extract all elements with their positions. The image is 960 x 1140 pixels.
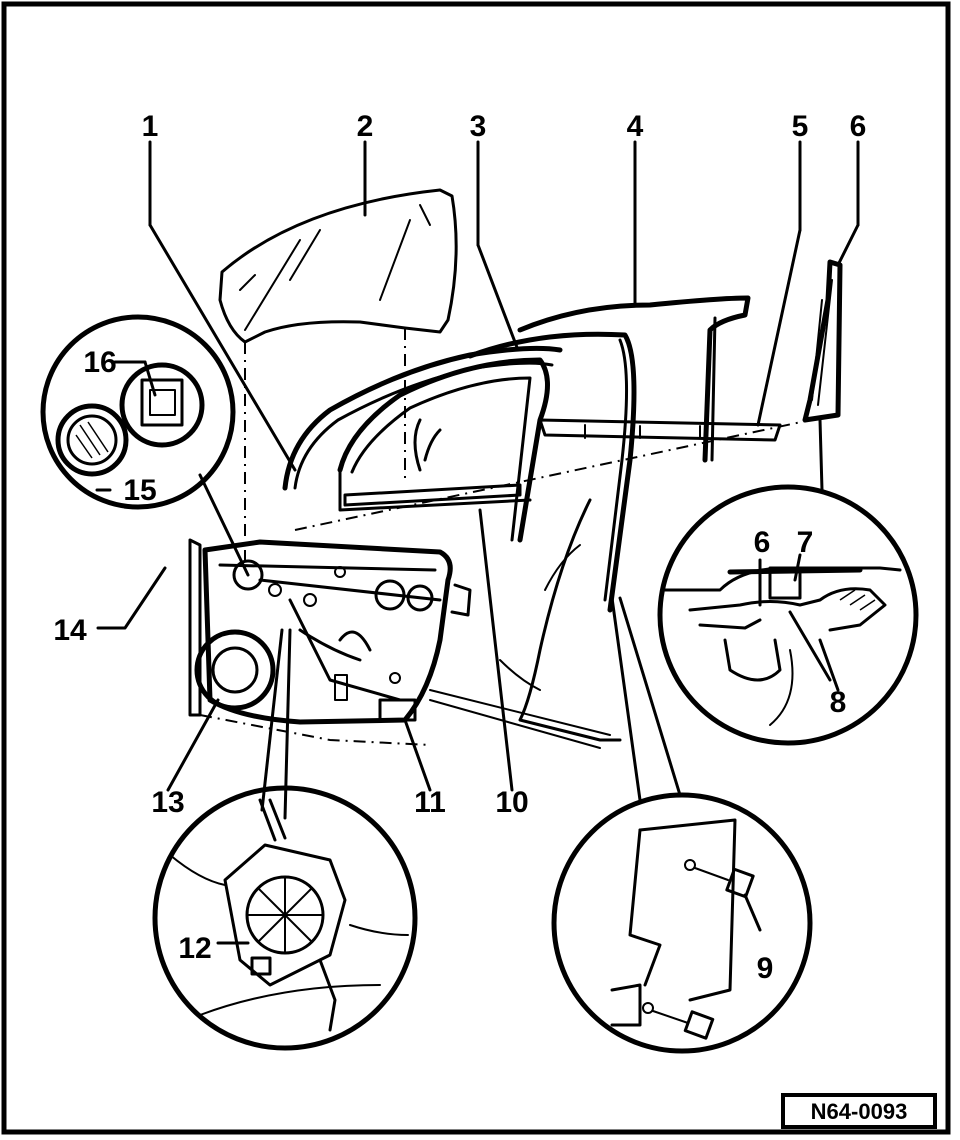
callout-3: 3 [470,110,487,143]
callout-labels: 1 2 3 4 5 6 6 7 8 9 10 11 12 13 14 15 16 [53,110,866,985]
callout-16: 16 [83,346,116,379]
callout-10: 10 [495,786,528,819]
detail-circle-6-7-8 [657,484,919,746]
door-module-illustration [194,539,472,725]
callout-13: 13 [151,786,184,819]
trim-strip-illustration [802,259,843,492]
callout-8: 8 [830,686,847,719]
callout-4: 4 [627,110,644,143]
leader-lines [96,140,860,792]
callout-7: 7 [797,526,814,559]
callout-6-top: 6 [850,110,867,143]
detail-circle-9 [551,596,813,1054]
callout-1: 1 [142,110,159,143]
reference-code-box: N64-0093 [781,1093,937,1129]
window-glass-illustration [218,188,458,560]
callout-6-detail: 6 [754,526,771,559]
callout-9: 9 [757,952,774,985]
door-frame-illustration [282,295,782,613]
callout-11: 11 [414,786,446,819]
reference-code: N64-0093 [811,1099,908,1124]
callout-15: 15 [123,474,156,507]
detail-circle-12 [152,628,418,1051]
callout-12: 12 [178,932,211,965]
callout-5: 5 [792,110,809,143]
detail-circle-15-16 [40,314,250,577]
callout-2: 2 [357,110,374,143]
door-shell-illustration [188,417,821,749]
callout-14: 14 [53,614,87,647]
